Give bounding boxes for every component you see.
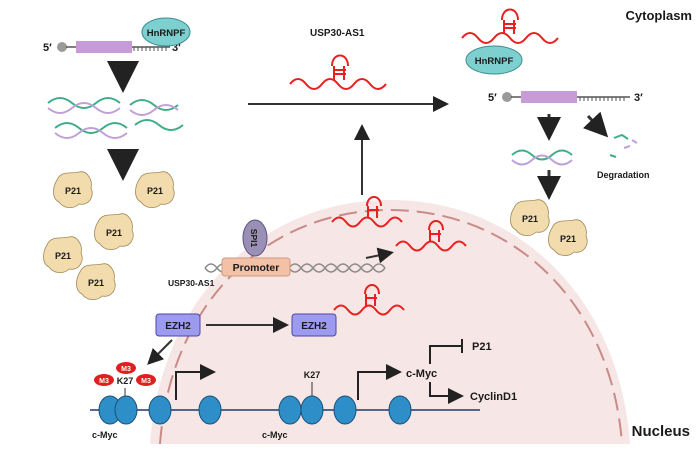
- svg-text:P21: P21: [106, 228, 122, 238]
- methyl-marks: M3 M3 M3: [94, 362, 156, 386]
- nuclear-envelope: [159, 208, 623, 445]
- ezh2-right: [291, 313, 337, 337]
- cmyc-left: c-Myc: [92, 430, 118, 440]
- svg-text:P21: P21: [88, 278, 104, 288]
- cyclind1-target: CyclinD1: [470, 391, 517, 403]
- nucleus-label: Nucleus: [632, 423, 690, 440]
- hnrnpf-right: [465, 45, 523, 75]
- svg-text:M3: M3: [121, 366, 131, 373]
- right-mrna-strand: [511, 149, 573, 166]
- usp30-as1-nuc-label: USP30-AS1: [168, 278, 215, 288]
- promoter-box: [221, 257, 291, 277]
- left-mrna: 5′ 3′: [43, 41, 181, 54]
- degradation-label: Degradation: [597, 170, 650, 180]
- svg-text:M3: M3: [141, 378, 151, 385]
- nucleosomes: [90, 395, 480, 425]
- usp30-as1-nuc-2: [395, 220, 467, 252]
- svg-text:M3: M3: [99, 378, 109, 385]
- ezh2-left: [155, 313, 201, 337]
- hnrnpf-left: [141, 17, 191, 47]
- svg-text:EZH2: EZH2: [301, 321, 327, 332]
- usp30-as1-cyto: [289, 54, 387, 90]
- svg-text:P21: P21: [560, 234, 576, 244]
- p21-cluster-left: P21 P21 P21 P21 P21: [43, 171, 175, 301]
- cmyc-right: c-Myc: [262, 430, 288, 440]
- svg-text:P21: P21: [147, 186, 163, 196]
- arrow-transcription: [365, 247, 394, 264]
- svg-text:5′: 5′: [43, 42, 52, 54]
- svg-text:5′: 5′: [488, 92, 497, 104]
- arrow-cyclind1: [429, 382, 464, 404]
- inhibit-p21: [429, 345, 462, 364]
- arrow-right-degrade: [582, 111, 609, 138]
- svg-text:Promoter: Promoter: [233, 262, 280, 274]
- arrow-ezh2-methylation: [147, 339, 173, 365]
- translated-mrna-strands: [47, 97, 184, 139]
- svg-text:3′: 3′: [634, 92, 643, 104]
- cmyc-target: c-Myc: [406, 368, 437, 380]
- svg-text:EZH2: EZH2: [165, 321, 191, 332]
- usp30-as1-bound: [461, 8, 559, 44]
- right-mrna: 5′ 3′: [488, 91, 643, 104]
- usp30-as1-cyto-label: USP30-AS1: [310, 28, 365, 39]
- cytoplasm-label: Cytoplasm: [626, 8, 692, 23]
- spi1-protein: [242, 219, 268, 257]
- svg-text:P21: P21: [65, 186, 81, 196]
- svg-text:3′: 3′: [172, 42, 181, 54]
- svg-text:P21: P21: [522, 214, 538, 224]
- usp30-as1-ezh2: [333, 284, 405, 316]
- usp30-as1-nuc-1: [331, 196, 403, 228]
- svg-text:SPI1: SPI1: [249, 229, 259, 248]
- svg-text:HnRNPF: HnRNPF: [147, 28, 186, 39]
- p21-cluster-right: P21 P21: [510, 199, 588, 257]
- svg-text:HnRNPF: HnRNPF: [475, 56, 514, 67]
- svg-text:P21: P21: [55, 251, 71, 261]
- p21-target: P21: [472, 341, 492, 353]
- tss-arrow-right: [357, 364, 402, 400]
- k27-right: K27: [304, 370, 321, 380]
- k27-left: K27: [117, 376, 134, 386]
- tss-arrow-left: [175, 364, 216, 400]
- degradation-fragments: [609, 133, 638, 158]
